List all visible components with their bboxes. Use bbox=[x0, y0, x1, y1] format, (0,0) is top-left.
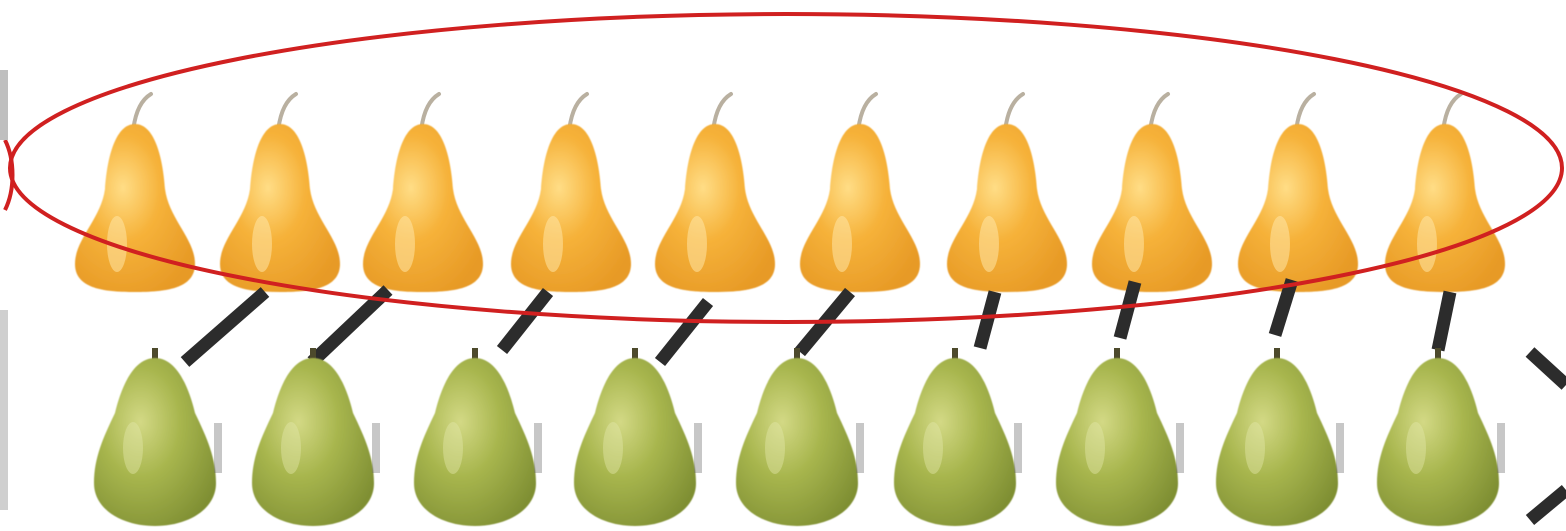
green-pear-shine bbox=[765, 422, 785, 474]
yellow-pear-shine bbox=[395, 216, 415, 272]
green-pear-shadow bbox=[1014, 423, 1022, 473]
green-pear-shadow bbox=[1497, 423, 1505, 473]
yellow-pear-shine bbox=[687, 216, 707, 272]
left-edge-mark-top bbox=[0, 70, 8, 140]
green-pear-shine bbox=[1245, 422, 1265, 474]
green-pear-shine bbox=[923, 422, 943, 474]
yellow-pear-shine bbox=[1124, 216, 1144, 272]
green-pear-shadow bbox=[694, 423, 702, 473]
green-pear-shine bbox=[1406, 422, 1426, 474]
yellow-pear-shine bbox=[1417, 216, 1437, 272]
yellow-pear-shine bbox=[979, 216, 999, 272]
left-edge-mark-bottom bbox=[0, 310, 8, 510]
green-pear-shadow bbox=[856, 423, 864, 473]
green-pear-shadow bbox=[534, 423, 542, 473]
yellow-pear-shine bbox=[252, 216, 272, 272]
green-pear-shadow bbox=[214, 423, 222, 473]
yellow-pear-shine bbox=[832, 216, 852, 272]
yellow-pear-shine bbox=[543, 216, 563, 272]
green-pear-shine bbox=[443, 422, 463, 474]
green-pear-shine bbox=[281, 422, 301, 474]
green-pear-shadow bbox=[372, 423, 380, 473]
green-pear-shine bbox=[1085, 422, 1105, 474]
green-pear-shadow bbox=[1176, 423, 1184, 473]
green-pear-row bbox=[94, 348, 1505, 526]
green-pear-shadow bbox=[1336, 423, 1344, 473]
yellow-pear-shine bbox=[1270, 216, 1290, 272]
green-pear-shine bbox=[123, 422, 143, 474]
green-pear-shine bbox=[603, 422, 623, 474]
